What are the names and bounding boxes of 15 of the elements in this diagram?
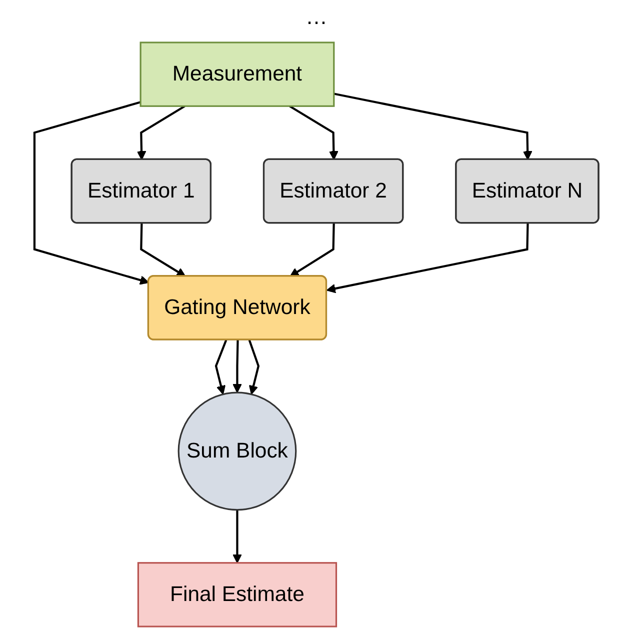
arrow (136, 105, 186, 160)
node-box: Final Estimate (137, 562, 338, 628)
arrow (248, 340, 260, 395)
arrow (326, 223, 529, 294)
arrow (140, 223, 186, 277)
node-box: Measurement (140, 42, 335, 107)
arrow (334, 92, 532, 160)
arrow (232, 510, 242, 564)
arrow (289, 105, 338, 160)
arrow (33, 101, 150, 285)
node-circle: Sum Block (178, 392, 297, 511)
arrow (214, 340, 228, 395)
arrow (232, 340, 242, 393)
arrow (290, 223, 335, 277)
ellipsis-label: … (306, 4, 328, 30)
